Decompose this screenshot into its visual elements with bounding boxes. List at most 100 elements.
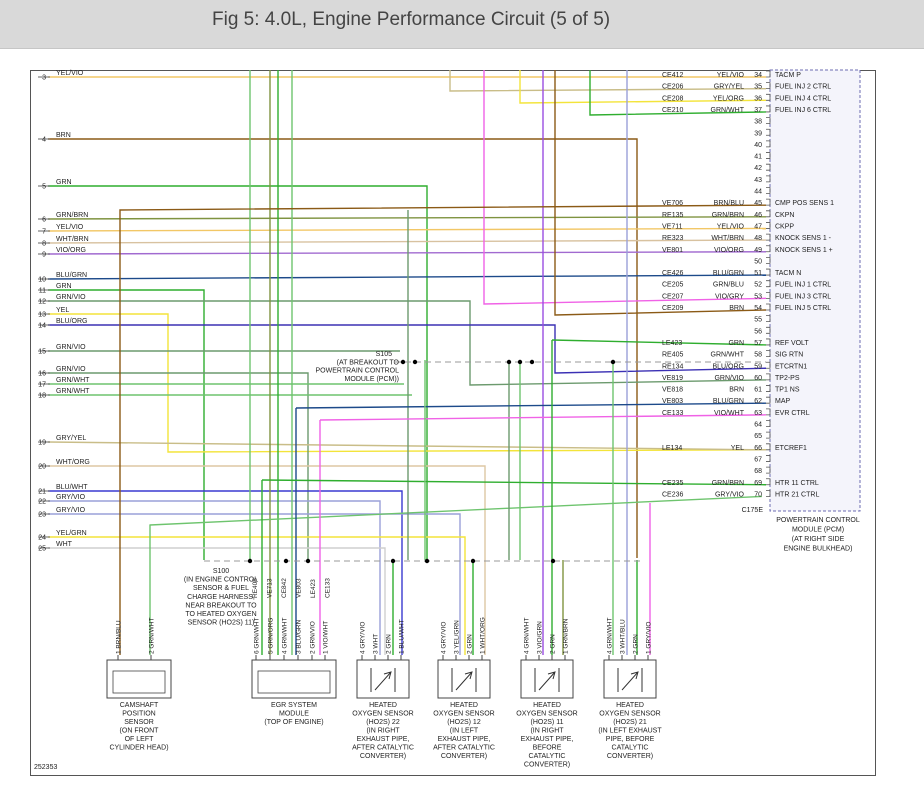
left-pin-wire-label: BLU/WHT <box>56 484 88 491</box>
wires-layer <box>47 70 767 655</box>
splice-s100-label: TO HEATED OXYGEN <box>185 611 256 618</box>
left-pin-number: 5 <box>42 184 46 191</box>
sensor-symbol-icon <box>534 668 560 692</box>
component-location-note: CATALYTIC <box>529 753 566 760</box>
pcm-pin-wire-color: BLU/GRN <box>713 270 744 277</box>
pcm-pin-circuit: CE209 <box>662 305 684 312</box>
egr-circuit-id: CE842 <box>281 578 288 598</box>
splice-dot <box>550 558 556 564</box>
left-pin-number: 17 <box>38 382 46 389</box>
wire-map <box>295 402 767 409</box>
component-title: HEATED <box>369 702 397 709</box>
component-title: (HO2S) 12 <box>447 719 481 726</box>
wire-pin21 <box>48 490 403 655</box>
pcm-pin-number: 43 <box>754 177 762 184</box>
splice-s100-label: NEAR BREAKOUT TO <box>185 602 257 609</box>
pcm-pin-function: TP1 NS <box>775 387 800 394</box>
wire-pin16 <box>48 372 309 560</box>
pcm-pin-terminal <box>766 175 771 183</box>
pcm-pin-terminal <box>766 420 771 427</box>
component-location-note: EXHAUST PIPE, <box>521 736 574 743</box>
left-pin-wire-label: GRN/VIO <box>56 366 86 373</box>
component-location-note: AFTER CATALYTIC <box>433 745 495 752</box>
left-pin-wire-label: GRY/YEL <box>56 435 86 442</box>
splice-dot <box>400 359 406 365</box>
wire-pin5 <box>48 185 428 562</box>
pcm-pin-wire-color: GRN/WHT <box>711 352 745 359</box>
left-pin-number: 4 <box>42 137 46 144</box>
egr-circuit-id: VE713 <box>267 578 274 598</box>
egr-circuit-id: VE803 <box>296 578 303 598</box>
pcm-pin-number: 36 <box>754 95 762 102</box>
pcm-pin-function: TACM N <box>775 270 801 277</box>
pcm-pin-terminal <box>766 152 771 159</box>
pcm-pin-circuit: CE205 <box>662 282 684 289</box>
pcm-pin-terminal <box>766 385 771 392</box>
component-pin-label: 1 WHT/ORG <box>480 617 487 654</box>
wire-htr11 <box>261 479 767 486</box>
pcm-pin-number: 37 <box>754 107 762 114</box>
pcm-pin-circuit: CE207 <box>662 293 684 300</box>
left-pin-number: 13 <box>38 312 46 319</box>
pcm-pin-number: 57 <box>754 340 762 347</box>
component-pin-label: 2 GRN/WHT <box>149 618 156 655</box>
wire-pcm53 <box>483 70 767 305</box>
wire-pin10 <box>47 274 767 280</box>
component-title: HEATED <box>450 702 478 709</box>
pcm-pin-wire-color: YEL/VIO <box>717 72 745 79</box>
component-location-note: CONVERTER) <box>524 762 570 769</box>
wire-pin9 <box>47 251 767 255</box>
left-pin-wire-label: YEL/VIO <box>56 224 84 231</box>
component-pin-label: 3 WHT <box>373 634 380 654</box>
component-pin-label: 3 BLU/GRN <box>296 619 303 654</box>
splice-dot <box>470 558 476 564</box>
pcm-pin-number: 49 <box>754 247 762 254</box>
pcm-pin-terminal <box>766 280 771 288</box>
component-body <box>603 659 657 699</box>
component-pin-label: 3 WHT/BLU <box>620 619 627 654</box>
component-location-note: EXHAUST PIPE, <box>438 736 491 743</box>
pcm-pin-number: 70 <box>754 491 762 498</box>
component-body <box>520 659 574 699</box>
pcm-pin-terminal <box>766 210 771 218</box>
pcm-pin-wire-color: GRN/WHT <box>711 107 745 114</box>
pcm-pin-circuit: VE818 <box>662 387 683 394</box>
wire-pcm54 <box>554 70 767 316</box>
left-pin-wire-label: YEL <box>56 307 69 314</box>
left-pin-number: 15 <box>38 349 46 356</box>
pcm-pin-function: MAP <box>775 398 791 405</box>
pcm-pin-terminal <box>766 455 771 462</box>
left-pin-wire-label: GRN <box>56 179 72 186</box>
pcm-pin-circuit: CE208 <box>662 95 684 102</box>
pcm-pin-terminal <box>766 478 771 486</box>
pcm-pin-terminal <box>766 466 771 474</box>
pcm-pin-number: 35 <box>754 84 762 91</box>
component-location-note: (TOP OF ENGINE) <box>264 719 323 726</box>
component-pin-label: 2 GRN <box>633 634 640 654</box>
pcm-pin-function: FUEL INJ 3 CTRL <box>775 293 831 300</box>
pcm-pin-terminal <box>766 82 771 90</box>
component-pin-label: 4 GRN/WHT <box>282 618 289 655</box>
pcm-pin-circuit: CE236 <box>662 491 684 498</box>
splice-dot <box>517 359 523 365</box>
pcm-pin-number: 58 <box>754 352 762 359</box>
left-pin-wire-label: WHT/BRN <box>56 236 89 243</box>
pcm-pin-terminal <box>766 291 771 299</box>
pcm-label-line: (AT RIGHT SIDE <box>792 536 845 543</box>
component-pin-label: 1 BRN/BLU <box>116 620 123 654</box>
left-pin-wire-label: BLU/ORG <box>56 318 88 325</box>
left-pin-number: 16 <box>38 371 46 378</box>
splice-dot <box>506 359 512 365</box>
pcm-pin-circuit: VE819 <box>662 375 683 382</box>
wire-pin19 <box>47 441 767 451</box>
splice-s105-label: MODULE (PCM)) <box>345 376 399 383</box>
left-pin-number: 24 <box>38 535 46 542</box>
pcm-pin-terminal <box>766 245 771 253</box>
pcm-pin-terminal <box>766 70 771 78</box>
component-title: MODULE <box>279 711 309 718</box>
pcm-pin-function: SIG RTN <box>775 352 803 359</box>
